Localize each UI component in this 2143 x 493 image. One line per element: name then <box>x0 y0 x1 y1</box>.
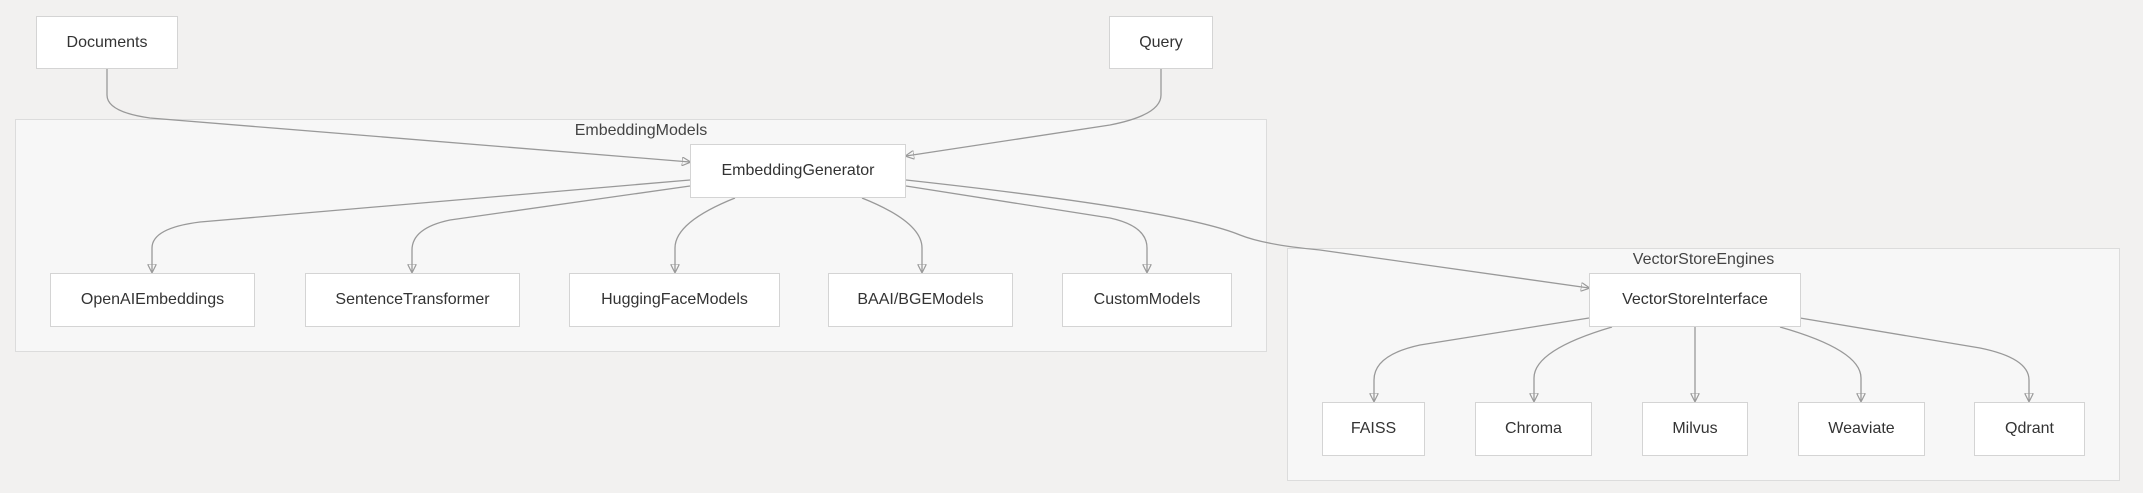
query-node: Query <box>1109 16 1213 69</box>
embedding-generator-node: EmbeddingGenerator <box>690 144 906 198</box>
milvus-node: Milvus <box>1642 402 1748 456</box>
weaviate-node: Weaviate <box>1798 402 1925 456</box>
hugging-face-models-node: HuggingFaceModels <box>569 273 780 327</box>
sentence-transformer-node: SentenceTransformer <box>305 273 520 327</box>
openai-embeddings-node: OpenAIEmbeddings <box>50 273 255 327</box>
baai-bge-models-node: BAAI/BGEModels <box>828 273 1013 327</box>
qdrant-node: Qdrant <box>1974 402 2085 456</box>
faiss-node: FAISS <box>1322 402 1425 456</box>
vector-store-interface-node: VectorStoreInterface <box>1589 273 1801 327</box>
documents-node: Documents <box>36 16 178 69</box>
chroma-node: Chroma <box>1475 402 1592 456</box>
custom-models-node: CustomModels <box>1062 273 1232 327</box>
vector-store-engines-cluster-label: VectorStoreEngines <box>1632 251 1775 268</box>
embedding-models-cluster-label: EmbeddingModels <box>574 122 708 139</box>
